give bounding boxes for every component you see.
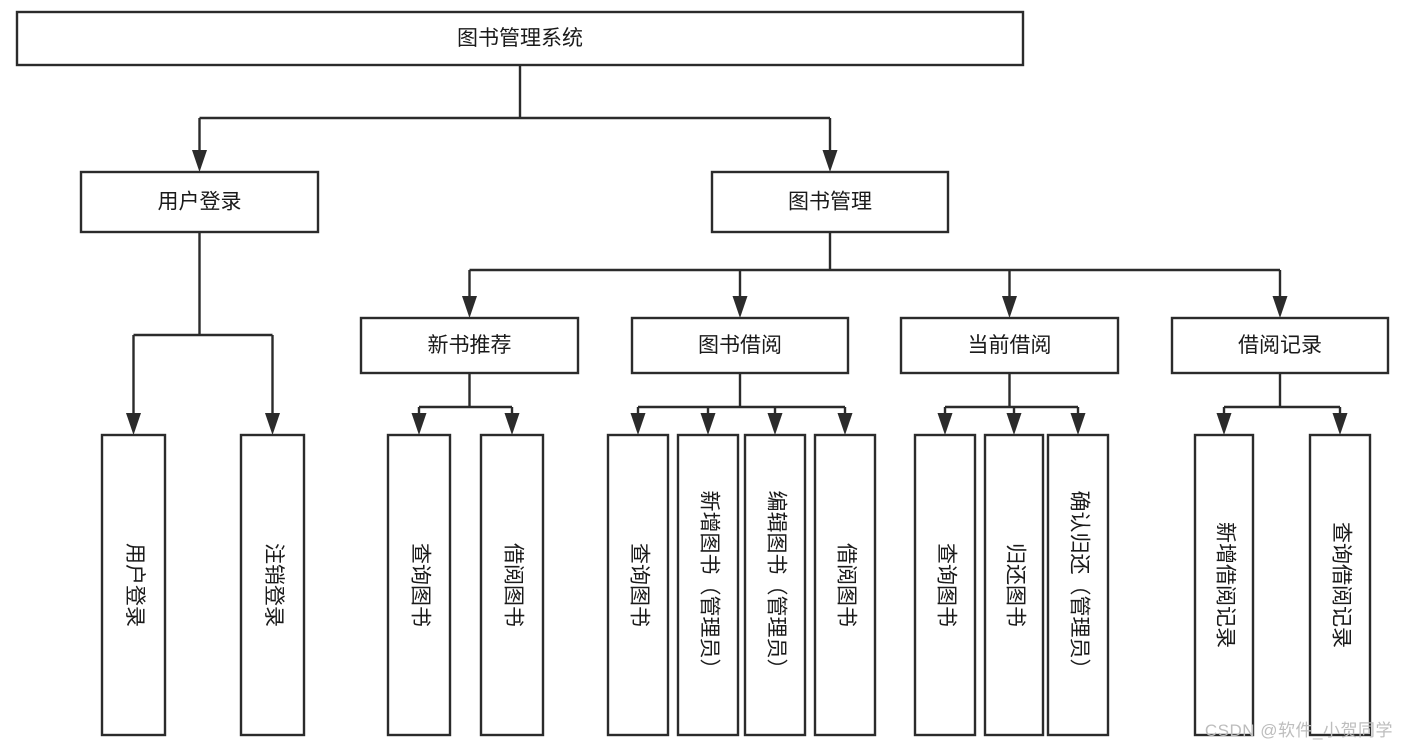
arrow-head-icon — [192, 150, 207, 172]
node-box — [386, 433, 452, 737]
node-label: 编辑图书（管理员） — [764, 491, 787, 680]
node-label: 新增借阅记录 — [1213, 522, 1236, 648]
node-box — [1046, 433, 1110, 737]
arrow-head-icon — [1006, 413, 1022, 435]
node-box — [913, 433, 977, 737]
node-l-borrow-book-b[interactable]: 借阅图书 — [813, 433, 877, 737]
node-box — [100, 433, 167, 737]
node-n-new-book-rec[interactable]: 新书推荐 — [359, 316, 580, 375]
arrow-head-icon — [630, 413, 646, 435]
node-label: 借阅记录 — [1238, 334, 1322, 357]
arrow-head-icon — [732, 296, 748, 318]
bus-current-borrow — [937, 373, 1086, 435]
node-label: 图书管理系统 — [457, 27, 583, 50]
node-l-edit-book[interactable]: 编辑图书（管理员） — [743, 433, 807, 737]
node-label: 归还图书 — [1003, 543, 1026, 627]
bus-book-mgmt — [462, 232, 1288, 318]
node-box — [79, 170, 320, 234]
arrow-head-icon — [767, 413, 783, 435]
bus-book-borrow — [630, 373, 853, 435]
node-n-user-login[interactable]: 用户登录 — [79, 170, 320, 234]
arrow-head-icon — [504, 413, 520, 435]
node-l-query-record[interactable]: 查询借阅记录 — [1308, 433, 1372, 737]
node-label: 查询图书 — [408, 543, 431, 627]
node-box — [359, 316, 580, 375]
node-box — [630, 316, 850, 375]
node-box — [1170, 316, 1390, 375]
node-layer: 图书管理系统用户登录图书管理新书推荐图书借阅当前借阅借阅记录用户登录注销登录查询… — [15, 10, 1390, 737]
node-l-user-logout[interactable]: 注销登录 — [239, 433, 306, 737]
node-box — [479, 433, 545, 737]
node-label: 查询图书 — [627, 543, 650, 627]
arrow-head-icon — [462, 296, 477, 318]
arrow-head-icon — [411, 413, 427, 435]
arrow-head-icon — [265, 413, 280, 435]
node-box — [1193, 433, 1255, 737]
node-l-query-book-c[interactable]: 查询图书 — [913, 433, 977, 737]
arrow-head-icon — [1216, 413, 1232, 435]
arrow-head-icon — [837, 413, 853, 435]
arrow-head-icon — [700, 413, 716, 435]
node-label: 当前借阅 — [968, 334, 1052, 357]
node-label: 查询图书 — [934, 543, 957, 627]
node-label: 用户登录 — [158, 191, 242, 214]
node-n-book-mgmt[interactable]: 图书管理 — [710, 170, 950, 234]
node-root[interactable]: 图书管理系统 — [15, 10, 1025, 67]
node-box — [899, 316, 1120, 375]
arrow-head-icon — [1002, 296, 1017, 318]
node-box — [710, 170, 950, 234]
node-label: 确认归还（管理员） — [1067, 491, 1090, 680]
bus-borrow-record — [1216, 373, 1348, 435]
node-l-confirm-return[interactable]: 确认归还（管理员） — [1046, 433, 1110, 737]
node-label: 注销登录 — [262, 543, 285, 627]
arrow-head-icon — [822, 150, 838, 172]
node-l-add-record[interactable]: 新增借阅记录 — [1193, 433, 1255, 737]
node-label: 新增图书（管理员） — [697, 491, 720, 680]
node-box — [813, 433, 877, 737]
node-n-current-borrow[interactable]: 当前借阅 — [899, 316, 1120, 375]
node-n-borrow-record[interactable]: 借阅记录 — [1170, 316, 1390, 375]
node-box — [983, 433, 1045, 737]
node-box — [606, 433, 670, 737]
arrow-head-icon — [937, 413, 953, 435]
node-box — [239, 433, 306, 737]
node-label: 借阅图书 — [834, 543, 857, 627]
node-label: 用户登录 — [123, 543, 146, 627]
connector-layer — [126, 65, 1348, 435]
node-box — [676, 433, 740, 737]
node-box — [15, 10, 1025, 67]
arrow-head-icon — [1332, 413, 1348, 435]
node-l-add-book[interactable]: 新增图书（管理员） — [676, 433, 740, 737]
bus-user-login — [126, 232, 280, 435]
bus-new-book-rec — [411, 373, 520, 435]
node-label: 图书借阅 — [698, 334, 782, 357]
node-l-query-book-b[interactable]: 查询图书 — [606, 433, 670, 737]
arrow-head-icon — [1272, 296, 1288, 318]
node-box — [743, 433, 807, 737]
bus-root — [192, 65, 838, 172]
node-l-return-book[interactable]: 归还图书 — [983, 433, 1045, 737]
arrow-head-icon — [126, 413, 141, 435]
node-label: 新书推荐 — [428, 334, 512, 357]
node-n-book-borrow[interactable]: 图书借阅 — [630, 316, 850, 375]
node-l-borrow-book-a[interactable]: 借阅图书 — [479, 433, 545, 737]
node-label: 借阅图书 — [501, 543, 524, 627]
node-l-query-book-a[interactable]: 查询图书 — [386, 433, 452, 737]
node-label: 图书管理 — [788, 191, 872, 214]
node-label: 查询借阅记录 — [1329, 522, 1352, 648]
node-l-user-login[interactable]: 用户登录 — [100, 433, 167, 737]
arrow-head-icon — [1070, 413, 1086, 435]
node-box — [1308, 433, 1372, 737]
watermark-label: CSDN @软件_小贺同学 — [1204, 721, 1393, 740]
